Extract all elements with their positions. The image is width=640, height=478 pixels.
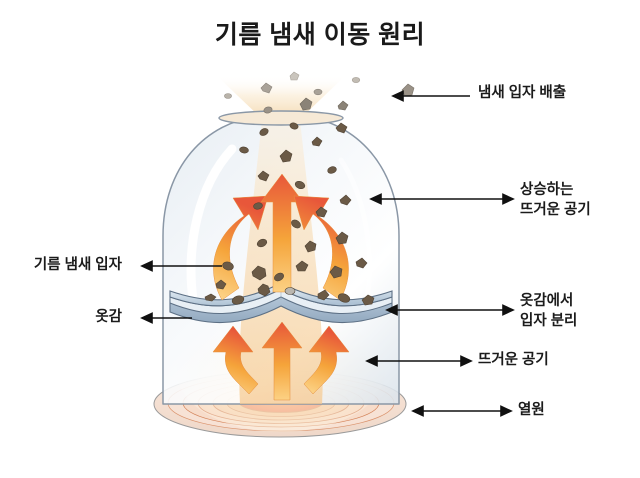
label-fabric: 옷감 (95, 309, 122, 325)
label-heat-source: 열원 (518, 402, 545, 418)
label-odor-emission: 냄새 입자 배출 (478, 85, 567, 101)
page-title: 기름 냄새 이동 원리 (214, 21, 426, 49)
label-oil-odor-particles: 기름 냄새 입자 (33, 257, 122, 273)
leader-odor-emission (391, 90, 470, 102)
leader-rising-hot-air (369, 193, 515, 205)
leader-fabric (140, 312, 192, 324)
lower-hot-air-arrows (212, 321, 350, 401)
leader-hot-air (365, 355, 473, 367)
label-particle-separation: 옷감에서 입자 분리 (520, 293, 578, 329)
odor-particles (204, 71, 415, 306)
leader-oil-odor-particles (140, 260, 222, 272)
label-rising-hot-air: 상승하는 뜨거운 공기 (520, 182, 591, 218)
right-leader-lines (365, 90, 515, 417)
label-hot-air: 뜨거운 공기 (478, 352, 549, 368)
dome-opening (218, 110, 344, 126)
exhaust-plume (217, 76, 345, 119)
left-leader-lines (140, 260, 222, 324)
leader-particle-separation (385, 304, 515, 316)
leader-heat-source (411, 405, 513, 417)
